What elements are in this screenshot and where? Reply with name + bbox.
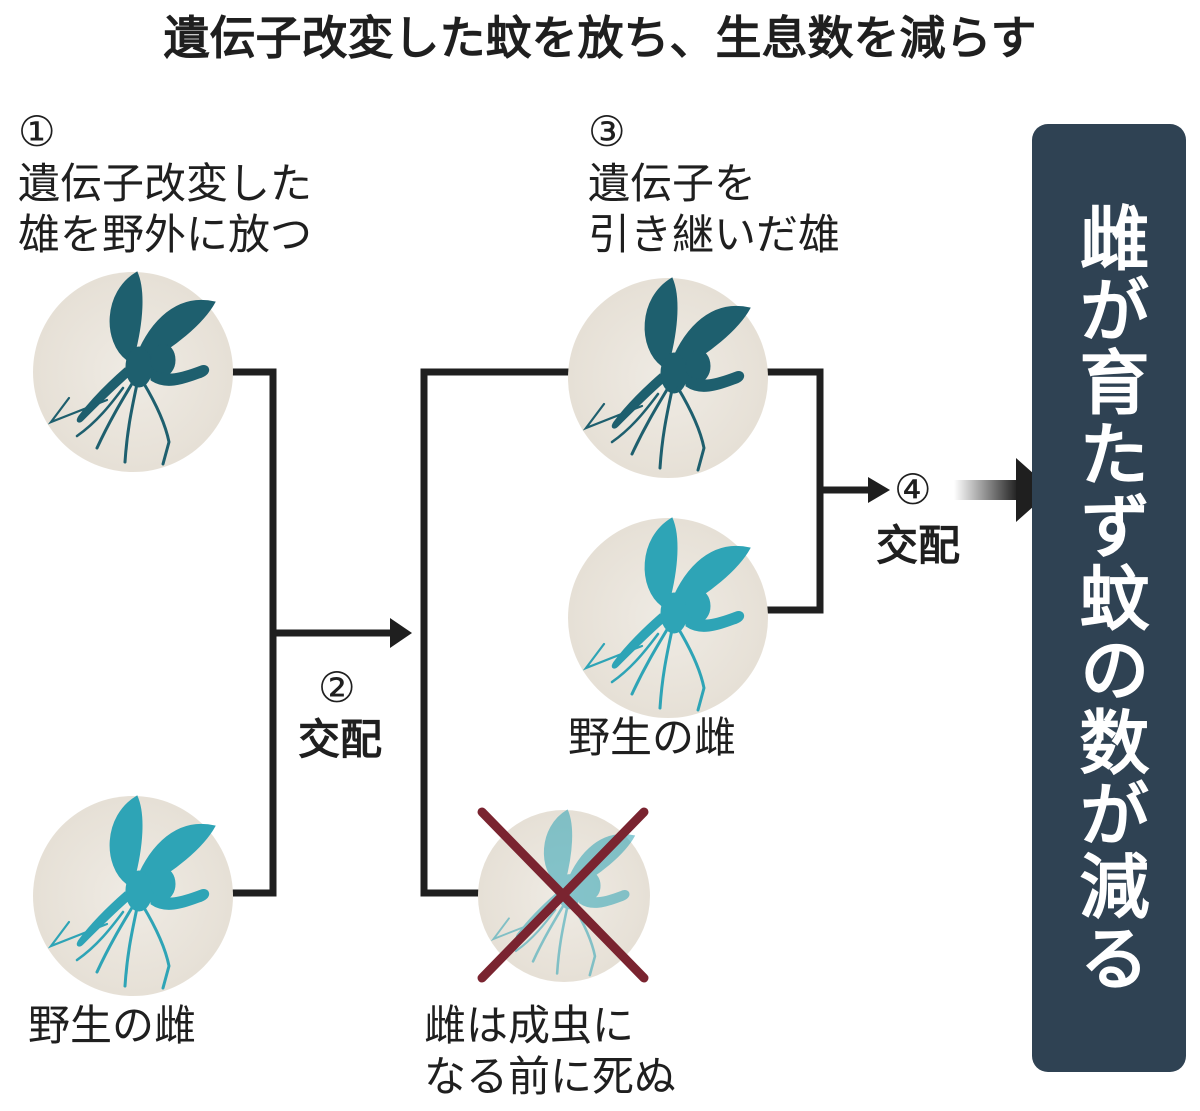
step4-label: 交配	[876, 521, 961, 570]
step3-number: ③	[588, 107, 626, 156]
wild-female-left-label: 野生の雌	[28, 1001, 197, 1050]
step2-label: 交配	[298, 715, 383, 764]
bracket-offspring	[420, 368, 572, 897]
dead-female-label: 雌は成虫に なる前に死ぬ	[424, 1001, 677, 1102]
offspring-male-circle	[568, 276, 768, 478]
mosquito-male-icon	[49, 270, 217, 466]
wild-female-left-circle	[33, 794, 233, 996]
wild-female-right-circle	[568, 516, 768, 718]
modified-male-circle	[33, 270, 233, 472]
mosquito-female-icon	[584, 516, 752, 712]
step3-label: 遺伝子を 引き継いだ雄	[588, 159, 841, 260]
result-text: 雌が育たず蚊の数が減る	[1068, 202, 1150, 994]
step1-label: 遺伝子改変した 雄を野外に放つ	[18, 159, 313, 260]
mosquito-female-icon	[49, 794, 217, 990]
arrow-step4-head	[868, 477, 890, 503]
mosquito-male-icon	[584, 276, 752, 472]
result-arrow-body	[954, 480, 1018, 500]
wild-female-right-label: 野生の雌	[568, 713, 737, 762]
step4-number: ④	[894, 465, 932, 514]
result-panel: 雌が育たず蚊の数が減る	[1032, 124, 1186, 1072]
step1-number: ①	[18, 107, 56, 156]
cross-icon	[477, 807, 649, 983]
dead-female-circle	[477, 807, 650, 983]
arrow-step2-head	[390, 618, 412, 648]
step2-number: ②	[318, 663, 356, 712]
page-title: 遺伝子改変した蚊を放ち、生息数を減らす	[163, 11, 1037, 65]
